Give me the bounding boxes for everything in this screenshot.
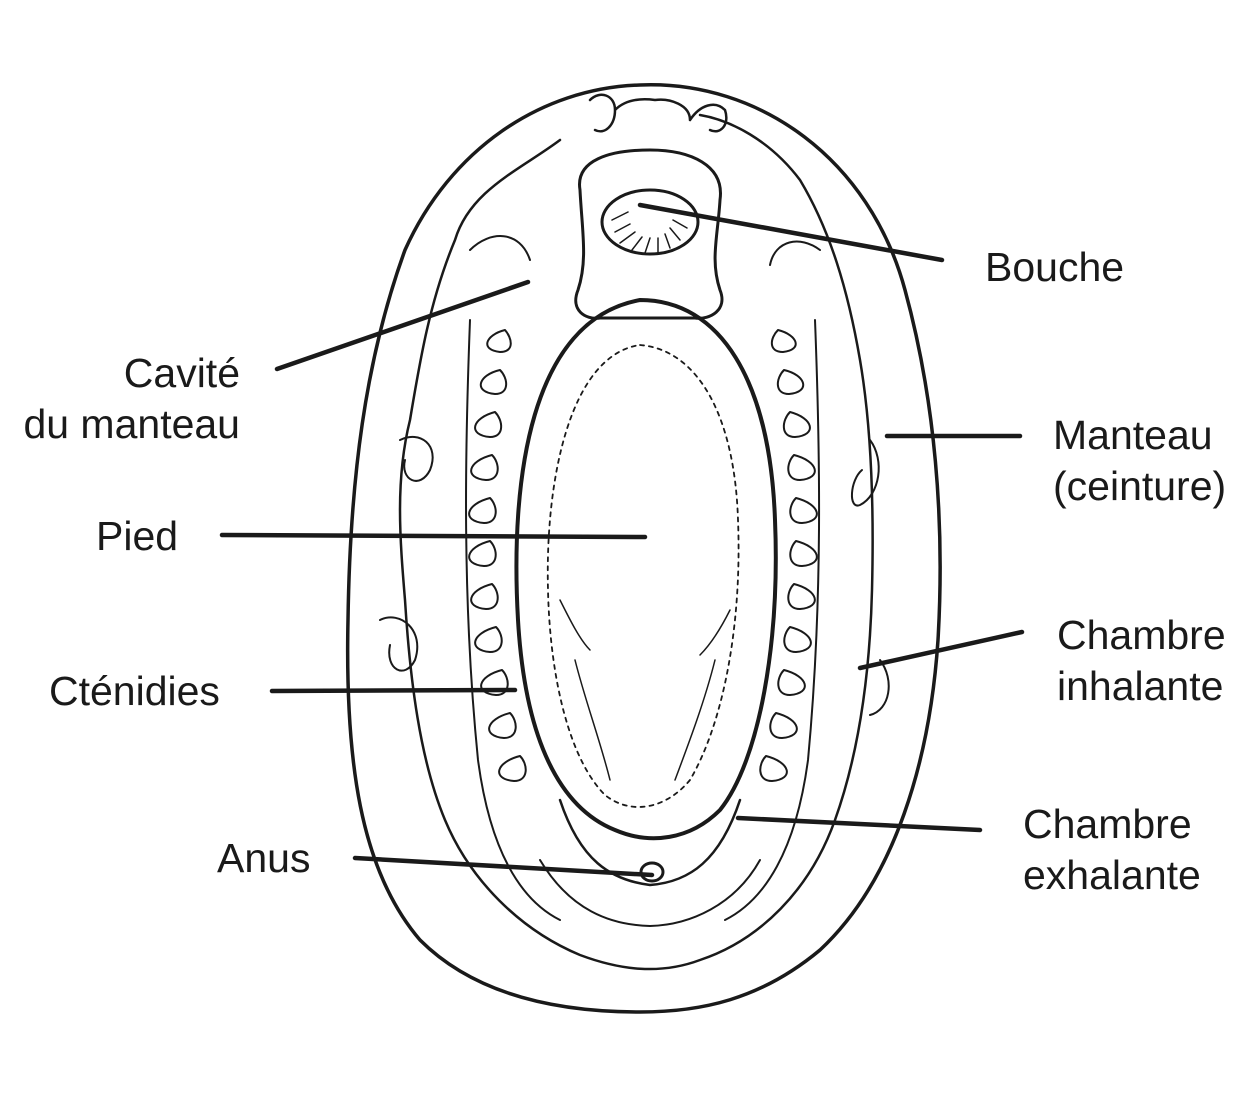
foot-outline: [514, 298, 778, 841]
mantle-fold: [399, 435, 434, 482]
mantle-fold: [869, 659, 890, 716]
leader-bouche: [637, 202, 945, 263]
leader-chambre-inhalante: [857, 629, 1025, 671]
leader-anus: [352, 855, 655, 878]
ctenidia-left: [465, 319, 561, 921]
head-shield: [574, 148, 724, 320]
posterior-folds: [539, 859, 761, 927]
mouth: [600, 188, 700, 256]
leader-chambre-exhalante: [735, 815, 983, 833]
anus-opening: [639, 861, 665, 883]
label-chambre-inhalante-line1: Chambre: [1057, 612, 1226, 658]
ctenidia-right: [724, 319, 821, 921]
mantle-outline: [345, 83, 942, 1014]
label-pied: Pied: [96, 513, 179, 559]
foot-veins: [559, 599, 731, 781]
label-manteau-line2: (ceinture): [1053, 463, 1227, 509]
leader-ctenidies: [269, 687, 518, 694]
leader-pied: [219, 532, 648, 540]
mantle-fold: [469, 235, 531, 261]
mantle-fold: [851, 439, 880, 507]
mantle-inner-edge: [398, 113, 874, 971]
mantle-fold: [379, 616, 419, 672]
mantle-fold: [769, 240, 821, 266]
leader-lines: [219, 202, 1025, 878]
label-anus: Anus: [217, 835, 311, 881]
mouth-ridges: [611, 211, 689, 254]
label-chambre-exhalante-line2: exhalante: [1023, 852, 1201, 898]
foot-inner-edge: [546, 344, 740, 808]
label-bouche: Bouche: [985, 244, 1125, 290]
label-ctenidies: Cténidies: [49, 668, 220, 714]
label-manteau-line1: Manteau: [1053, 412, 1213, 458]
label-chambre-exhalante-line1: Chambre: [1023, 801, 1192, 847]
posterior-folds: [558, 798, 742, 887]
head-lobes: [588, 93, 728, 133]
label-cavite-du-manteau-line2: du manteau: [23, 401, 240, 447]
label-chambre-inhalante-line2: inhalante: [1057, 663, 1224, 709]
leader-cavite: [274, 279, 531, 372]
label-cavite-du-manteau-line1: Cavité: [123, 350, 240, 396]
